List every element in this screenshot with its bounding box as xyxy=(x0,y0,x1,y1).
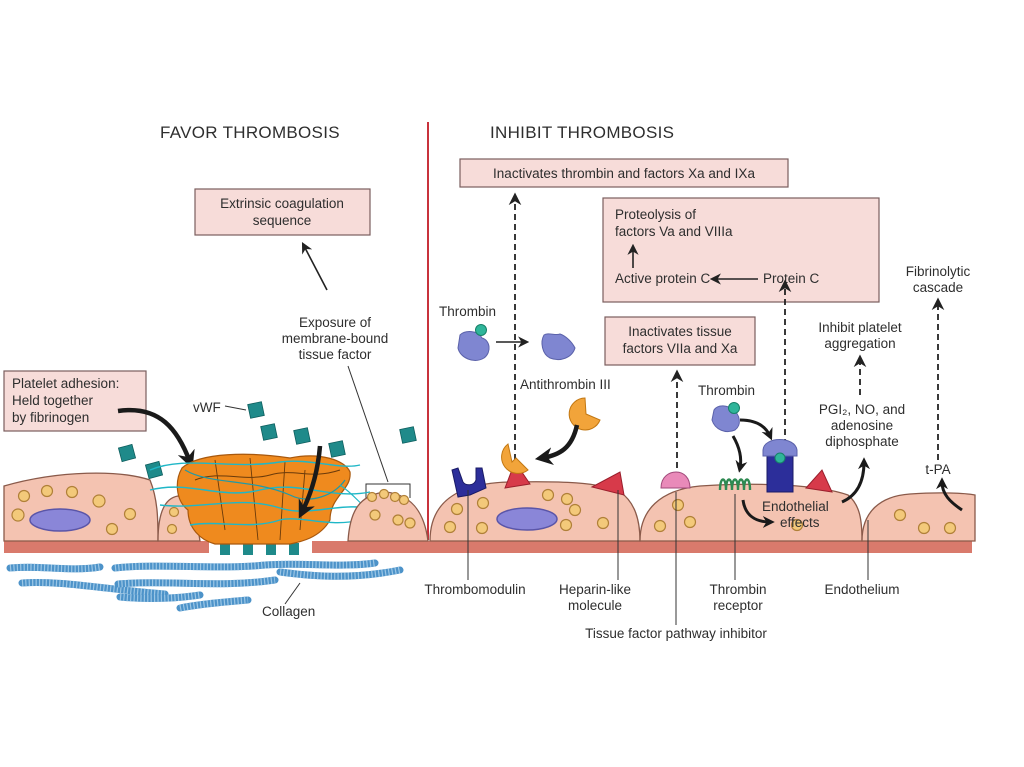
inactivates-tissue-line1: Inactivates tissue xyxy=(628,324,732,339)
cell-nucleus xyxy=(29,508,91,532)
favor-thrombosis-title: FAVOR THROMBOSIS xyxy=(160,123,340,142)
inactivates-thrombin-box xyxy=(459,158,789,188)
antithrombin-icon xyxy=(568,397,601,431)
endothelial-cell xyxy=(3,472,159,542)
heparin-like-molecule-icon xyxy=(590,471,625,496)
fibrinolytic-line1: Fibrinolytic xyxy=(906,264,971,279)
tissue-factor-curved-arrow xyxy=(298,445,323,519)
vwf-square xyxy=(399,426,417,444)
heparin-line2: molecule xyxy=(568,598,622,613)
pgi2-line1: PGI₂, NO, and xyxy=(819,402,905,417)
platelet-aggregate xyxy=(149,453,381,545)
inactivates-tissue-line2: factors VIIa and Xa xyxy=(623,341,738,356)
collagen-label: Collagen xyxy=(262,604,315,619)
thrombin-icon xyxy=(457,331,490,361)
tissue-factor-pointer xyxy=(347,365,389,483)
platelet-line1: Platelet adhesion: xyxy=(12,376,119,391)
basement-membrane-right xyxy=(312,541,972,553)
endothelial-cell xyxy=(861,492,976,542)
tfpi-label: Tissue factor pathway inhibitor xyxy=(585,626,767,641)
extrinsic-coagulation-box xyxy=(194,188,371,236)
granules xyxy=(11,484,137,536)
tpa-release-arrow xyxy=(936,477,963,512)
vwf-label: vWF xyxy=(193,400,221,415)
granules xyxy=(653,498,804,533)
tfpi-icon xyxy=(660,471,691,489)
tissue-factor-line3: tissue factor xyxy=(299,347,372,362)
tissue-factor-bracket xyxy=(365,483,411,498)
granules xyxy=(893,508,957,535)
endothelium-label: Endothelium xyxy=(824,582,899,597)
extrinsic-line2: sequence xyxy=(253,213,312,228)
inhibit-platelet-line2: aggregation xyxy=(824,336,895,351)
thrombin-to-thrombomodulin-arrow xyxy=(739,418,773,441)
vwf-molecules xyxy=(117,401,417,480)
tissue-factor-line2: membrane-bound xyxy=(282,331,389,346)
vwf-square xyxy=(144,460,164,480)
pgi2-line2: adenosine xyxy=(831,418,893,433)
pgi2-release-arrow xyxy=(841,457,870,504)
collagen-fibers xyxy=(6,559,404,612)
platelet-adhesion-box xyxy=(3,370,147,432)
active-protein-c-label: Active protein C xyxy=(615,271,711,286)
collagen-connectors xyxy=(220,543,299,555)
platelet-line3: by fibrinogen xyxy=(12,410,89,425)
endothelial-effects-arrow xyxy=(741,499,775,528)
inhibit-platelet-line1: Inhibit platelet xyxy=(818,320,902,335)
antithrombin-curved-arrow xyxy=(534,424,580,466)
endothelial-cell-tissue-factor xyxy=(347,491,429,542)
vwf-square xyxy=(328,440,346,458)
thrombin-bound-dot-icon xyxy=(475,324,487,336)
inactivates-thrombin-text: Inactivates thrombin and factors Xa and … xyxy=(493,166,755,181)
granules xyxy=(443,488,610,535)
thrombomodulin-label: Thrombomodulin xyxy=(424,582,525,597)
antithrombin-label: Antithrombin III xyxy=(520,377,611,392)
thrombomodulin-bound-thrombin-icon xyxy=(762,439,798,457)
inactivates-tissue-factor-box xyxy=(604,316,756,366)
platelet-line2: Held together xyxy=(12,393,94,408)
protein-c-box xyxy=(602,197,880,303)
thrombin-label-2: Thrombin xyxy=(698,383,755,398)
cell-nucleus xyxy=(496,507,558,531)
heparin-like-molecule-icon xyxy=(805,469,833,493)
thrombin-label-1: Thrombin xyxy=(439,304,496,319)
proteolysis-line1: Proteolysis of xyxy=(615,207,696,222)
proteolysis-line2: factors Va and VIIIa xyxy=(615,224,733,239)
vwf-square xyxy=(117,443,137,463)
thrombin-receptor-line2: receptor xyxy=(713,598,763,613)
pgi2-line3: diphosphate xyxy=(825,434,899,449)
bound-antithrombin-icon xyxy=(501,443,529,474)
vwf-square xyxy=(260,423,278,441)
tissue-factor-to-extrinsic-arrow xyxy=(301,242,328,291)
vwf-pointer xyxy=(224,405,247,411)
extrinsic-line1: Extrinsic coagulation xyxy=(220,196,344,211)
fibrinolytic-line2: cascade xyxy=(913,280,963,295)
thrombomodulin-icon xyxy=(451,467,487,498)
bound-dot-icon xyxy=(774,452,786,464)
protein-c-label: Protein C xyxy=(763,271,820,286)
tpa-label: t-PA xyxy=(925,462,950,477)
thrombin-bound-dot-icon xyxy=(728,402,740,414)
tissue-factor-line1: Exposure of xyxy=(299,315,371,330)
vwf-square xyxy=(247,401,265,419)
free-thrombin-icon xyxy=(541,333,576,361)
platelet-curved-arrow xyxy=(117,407,195,469)
endothelial-effects-line2: effects xyxy=(780,515,820,530)
thrombin-receptor-line1: Thrombin xyxy=(709,582,766,597)
endothelial-effects-line1: Endothelial xyxy=(762,499,829,514)
vwf-square xyxy=(293,427,311,445)
collagen-pointer xyxy=(284,582,301,605)
thrombin-to-receptor-arrow xyxy=(731,435,748,473)
basement-membrane-left xyxy=(4,541,209,553)
thrombin-receptor-icon xyxy=(718,478,752,491)
inhibit-thrombosis-title: INHIBIT THROMBOSIS xyxy=(490,123,674,142)
heparin-line1: Heparin-like xyxy=(559,582,631,597)
